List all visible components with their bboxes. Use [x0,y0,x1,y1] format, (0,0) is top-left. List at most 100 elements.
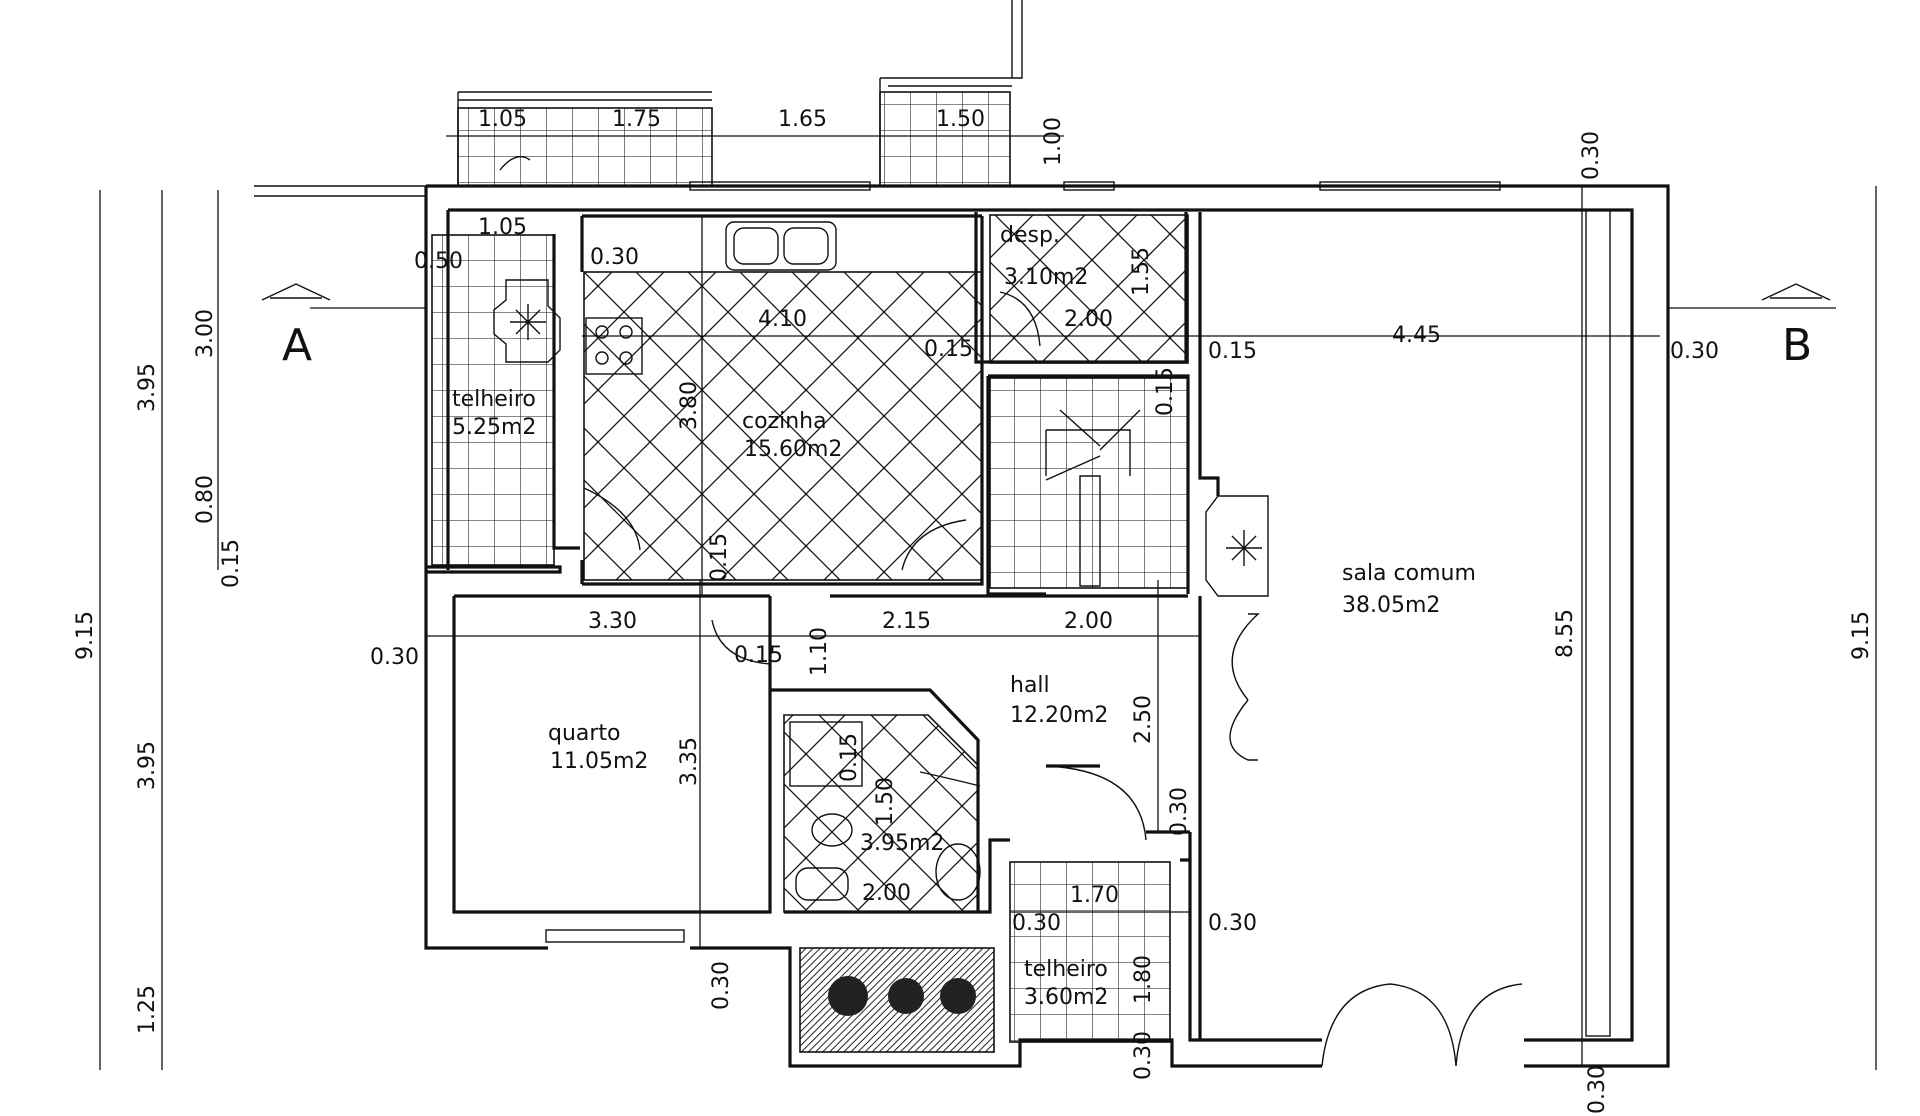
pantry-walls [974,212,1188,364]
dim-kitchen-0-15-v: 0.15 [707,533,732,582]
telheiro-top-name: telheiro [452,387,536,412]
kitchen-sink-basin-right [783,227,829,265]
window-quarto [545,929,685,943]
shrubs [828,976,976,1016]
top-stair-left-rail [457,91,712,186]
quarto-walls [452,594,1188,914]
dim-wc-1-50: 1.50 [873,777,898,826]
dim-right-9-15: 9.15 [1849,611,1874,660]
dim-left-3-00: 3.00 [193,309,218,358]
dim-sala-0-15: 0.15 [1208,339,1257,364]
stove-burner-1 [595,325,609,339]
despensa-area: 3.10m2 [1004,265,1088,290]
top-stair-right-rail [879,0,1023,186]
fireplace-porch-glyph [510,304,546,340]
dim-sala-4-45: 4.45 [1392,323,1441,348]
walls [424,184,1670,1068]
dim-top-1-05: 1.05 [478,107,527,132]
door-sala-bottom-double [1321,983,1523,1067]
door-porch [499,156,531,171]
stove-burner-2 [619,325,633,339]
kitchen-sink [725,221,837,271]
telheiro-top-area: 5.25m2 [452,415,536,440]
dim-mid-2-15: 2.15 [882,609,931,634]
telheiro-bottom-name: telheiro [1024,957,1108,982]
dim-top-1-65: 1.65 [778,107,827,132]
door-pantry [999,291,1041,347]
dim-bottom-0-30-left: 0.30 [709,961,734,1010]
sala-comum-area: 38.05m2 [1342,593,1440,618]
bidet [795,867,849,901]
dim-top-1-50: 1.50 [936,107,985,132]
section-label-a: A [282,320,312,371]
section-label-b: B [1782,320,1812,371]
despensa-name: desp. [1000,223,1060,248]
dim-left-3-95-bottom: 3.95 [135,741,160,790]
window-top-left [689,181,871,191]
doors [499,156,1523,1067]
top-porch-tiled-floor [431,234,555,566]
dim-entry-1-05: 1.05 [478,215,527,240]
dim-desp-2-00: 2.00 [1064,307,1113,332]
dim-hall-0-30: 0.30 [1167,787,1192,836]
fixtures [457,0,1269,901]
dim-left-0-15: 0.15 [219,539,244,588]
section-marker-a: A [261,283,331,371]
dim-hall-2-50: 2.50 [1131,695,1156,744]
dim-left-1-25: 1.25 [135,985,160,1034]
quarto-area: 11.05m2 [550,749,648,774]
dim-porch-1-70: 1.70 [1070,883,1119,908]
dim-entry-0-50: 0.50 [414,249,463,274]
fireplace-porch [493,279,561,363]
cozinha-name: cozinha [742,409,827,434]
bathroom-walls [770,688,1010,914]
shrub-1 [828,976,868,1016]
windows [254,181,1611,1037]
stove-burner-3 [595,351,609,365]
floor-finishes [431,91,1189,1053]
stair-walls [986,374,1190,596]
dim-porch-1-80: 1.80 [1131,955,1156,1004]
dimension-labels-vertical: 1.00 0.30 3.00 3.95 0.80 0.15 9.15 3.95 … [73,117,1874,1114]
quarto-name: quarto [548,721,621,746]
shrub-3 [940,978,976,1014]
telheiro-bottom-area: 3.60m2 [1024,985,1108,1010]
wc-area: 3.95m2 [860,831,944,856]
dim-porch-0-30-bottom: 0.30 [1131,1031,1156,1080]
dim-kitchen-0-15: 0.15 [924,337,973,362]
stair-handrail [1079,475,1101,587]
dim-sala-0-30: 0.30 [1670,339,1719,364]
washbasin [935,843,981,901]
top-stair-left [457,107,713,187]
dim-left-0-80: 0.80 [193,475,218,524]
dim-kitchen-3-80: 3.80 [677,381,702,430]
door-hall-entry [1045,765,1147,841]
dim-desp-1-55: 1.55 [1129,247,1154,296]
dimension-labels: 1.05 1.75 1.65 1.50 1.05 0.50 0.30 4.10 … [370,107,1719,936]
toilet [811,813,853,847]
dim-stair-0-15: 0.15 [1153,367,1178,416]
door-quarto [711,619,771,665]
dim-porch-0-30-right: 0.30 [1208,911,1257,936]
window-sala-right [1585,209,1611,1037]
window-top-right [1319,181,1501,191]
dim-mid-2-00: 2.00 [1064,609,1113,634]
hall-name: hall [1010,673,1050,698]
dim-left-9-15: 9.15 [73,611,98,660]
dim-sala-8-55: 8.55 [1553,609,1578,658]
door-kitchen [583,487,641,551]
pantry-tiled-floor [989,214,1189,364]
sala-west-wall [1198,212,1220,1040]
kitchen-sink-basin-left [733,227,779,265]
hall-area: 12.20m2 [1010,703,1108,728]
dim-wc-2-00: 2.00 [862,881,911,906]
shrub-2 [888,978,924,1014]
cozinha-area: 15.60m2 [744,437,842,462]
dimension-lines [99,135,1877,1070]
dim-mid-0-30: 0.30 [370,645,419,670]
door-kitchen-hall [901,519,967,571]
stair-treads [1045,409,1141,481]
interior-stair [989,377,1189,589]
room-labels: telheiro 5.25m2 cozinha 15.60m2 desp. 3.… [452,223,1476,1010]
dim-left-3-95-top: 3.95 [135,363,160,412]
